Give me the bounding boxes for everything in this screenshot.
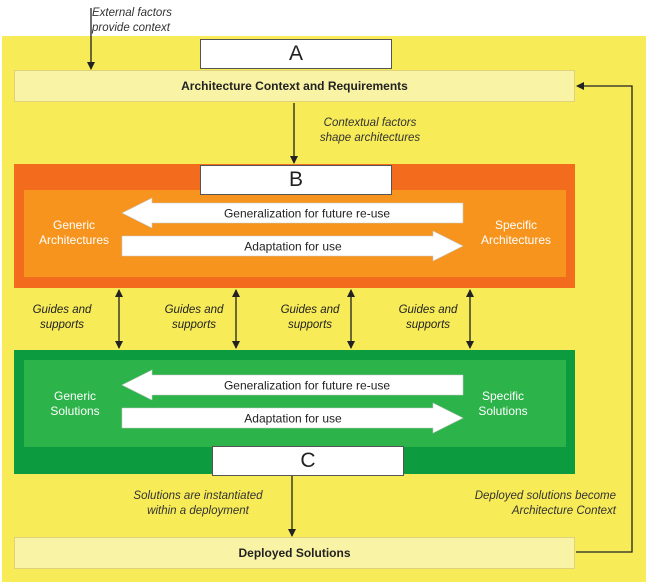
note-line: shape architectures: [319, 132, 421, 144]
guides-note-3: Guides and supports: [270, 303, 350, 333]
label-line: Solutions: [50, 404, 100, 418]
section-b-letter-box: B: [200, 165, 392, 195]
label-line: Architectures: [480, 233, 552, 247]
generalization-label-architectures: Generalization for future re-use: [224, 207, 390, 221]
generalization-label-solutions: Generalization for future re-use: [224, 379, 390, 393]
section-b-letter: B: [288, 168, 303, 191]
label-line: Specific: [494, 218, 538, 232]
adaptation-label-architectures: Adaptation for use: [244, 240, 342, 254]
architecture-context-title: Architecture Context and Requirements: [181, 79, 408, 93]
note-line: supports: [171, 319, 217, 331]
specific-solutions-label: Specific Solutions: [458, 389, 548, 419]
guides-note-2: Guides and supports: [154, 303, 234, 333]
architecture-context-bar: Architecture Context and Requirements: [14, 70, 575, 102]
label-line: Architectures: [38, 233, 110, 247]
note-line: Contextual factors: [323, 117, 417, 129]
feedback-loop-arrow: [576, 82, 633, 553]
note-line: supports: [287, 319, 333, 331]
section-a-letter-box: A: [200, 39, 392, 69]
adaptation-arrow-solutions: Adaptation for use: [121, 402, 464, 434]
note-line: supports: [405, 319, 451, 331]
note-line: Guides and: [398, 304, 458, 316]
note-line: Solutions are instantiated: [133, 490, 263, 502]
note-line: supports: [39, 319, 85, 331]
guides-note-1: Guides and supports: [22, 303, 102, 333]
section-c-letter-box: C: [212, 446, 404, 476]
section-c-letter: C: [300, 449, 316, 472]
specific-architectures-label: Specific Architectures: [466, 218, 566, 248]
adaptation-arrow-architectures: Adaptation for use: [121, 230, 464, 262]
contextual-factors-note: Contextual factors shape architectures: [300, 116, 440, 146]
adaptation-label-solutions: Adaptation for use: [244, 412, 342, 426]
note-line: provide context: [92, 22, 170, 34]
external-factors-note: External factors provide context: [92, 6, 202, 36]
section-a-letter: A: [288, 42, 303, 65]
solutions-inner-panel: [24, 360, 566, 447]
note-line: Guides and: [164, 304, 224, 316]
note-line: External factors: [92, 7, 172, 19]
label-line: Specific: [481, 389, 525, 403]
deployed-solutions-bar: Deployed Solutions: [14, 537, 575, 569]
guides-note-4: Guides and supports: [388, 303, 468, 333]
generic-solutions-label: Generic Solutions: [30, 389, 120, 419]
generalization-arrow-solutions: Generalization for future re-use: [121, 369, 464, 401]
label-line: Generic: [52, 218, 96, 232]
generalization-arrow-architectures: Generalization for future re-use: [121, 197, 464, 229]
note-line: Architecture Context: [511, 505, 616, 517]
label-line: Generic: [53, 389, 97, 403]
note-line: within a deployment: [147, 505, 249, 517]
deployed-solutions-title: Deployed Solutions: [238, 546, 351, 560]
note-line: Deployed solutions become: [474, 490, 616, 502]
solutions-instantiated-note: Solutions are instantiated within a depl…: [108, 489, 288, 519]
note-line: Guides and: [32, 304, 92, 316]
diagram-background: [2, 36, 646, 582]
note-line: Guides and: [280, 304, 340, 316]
label-line: Solutions: [478, 404, 528, 418]
deployed-become-context-note: Deployed solutions become Architecture C…: [440, 489, 616, 519]
generic-architectures-label: Generic Architectures: [26, 218, 122, 248]
